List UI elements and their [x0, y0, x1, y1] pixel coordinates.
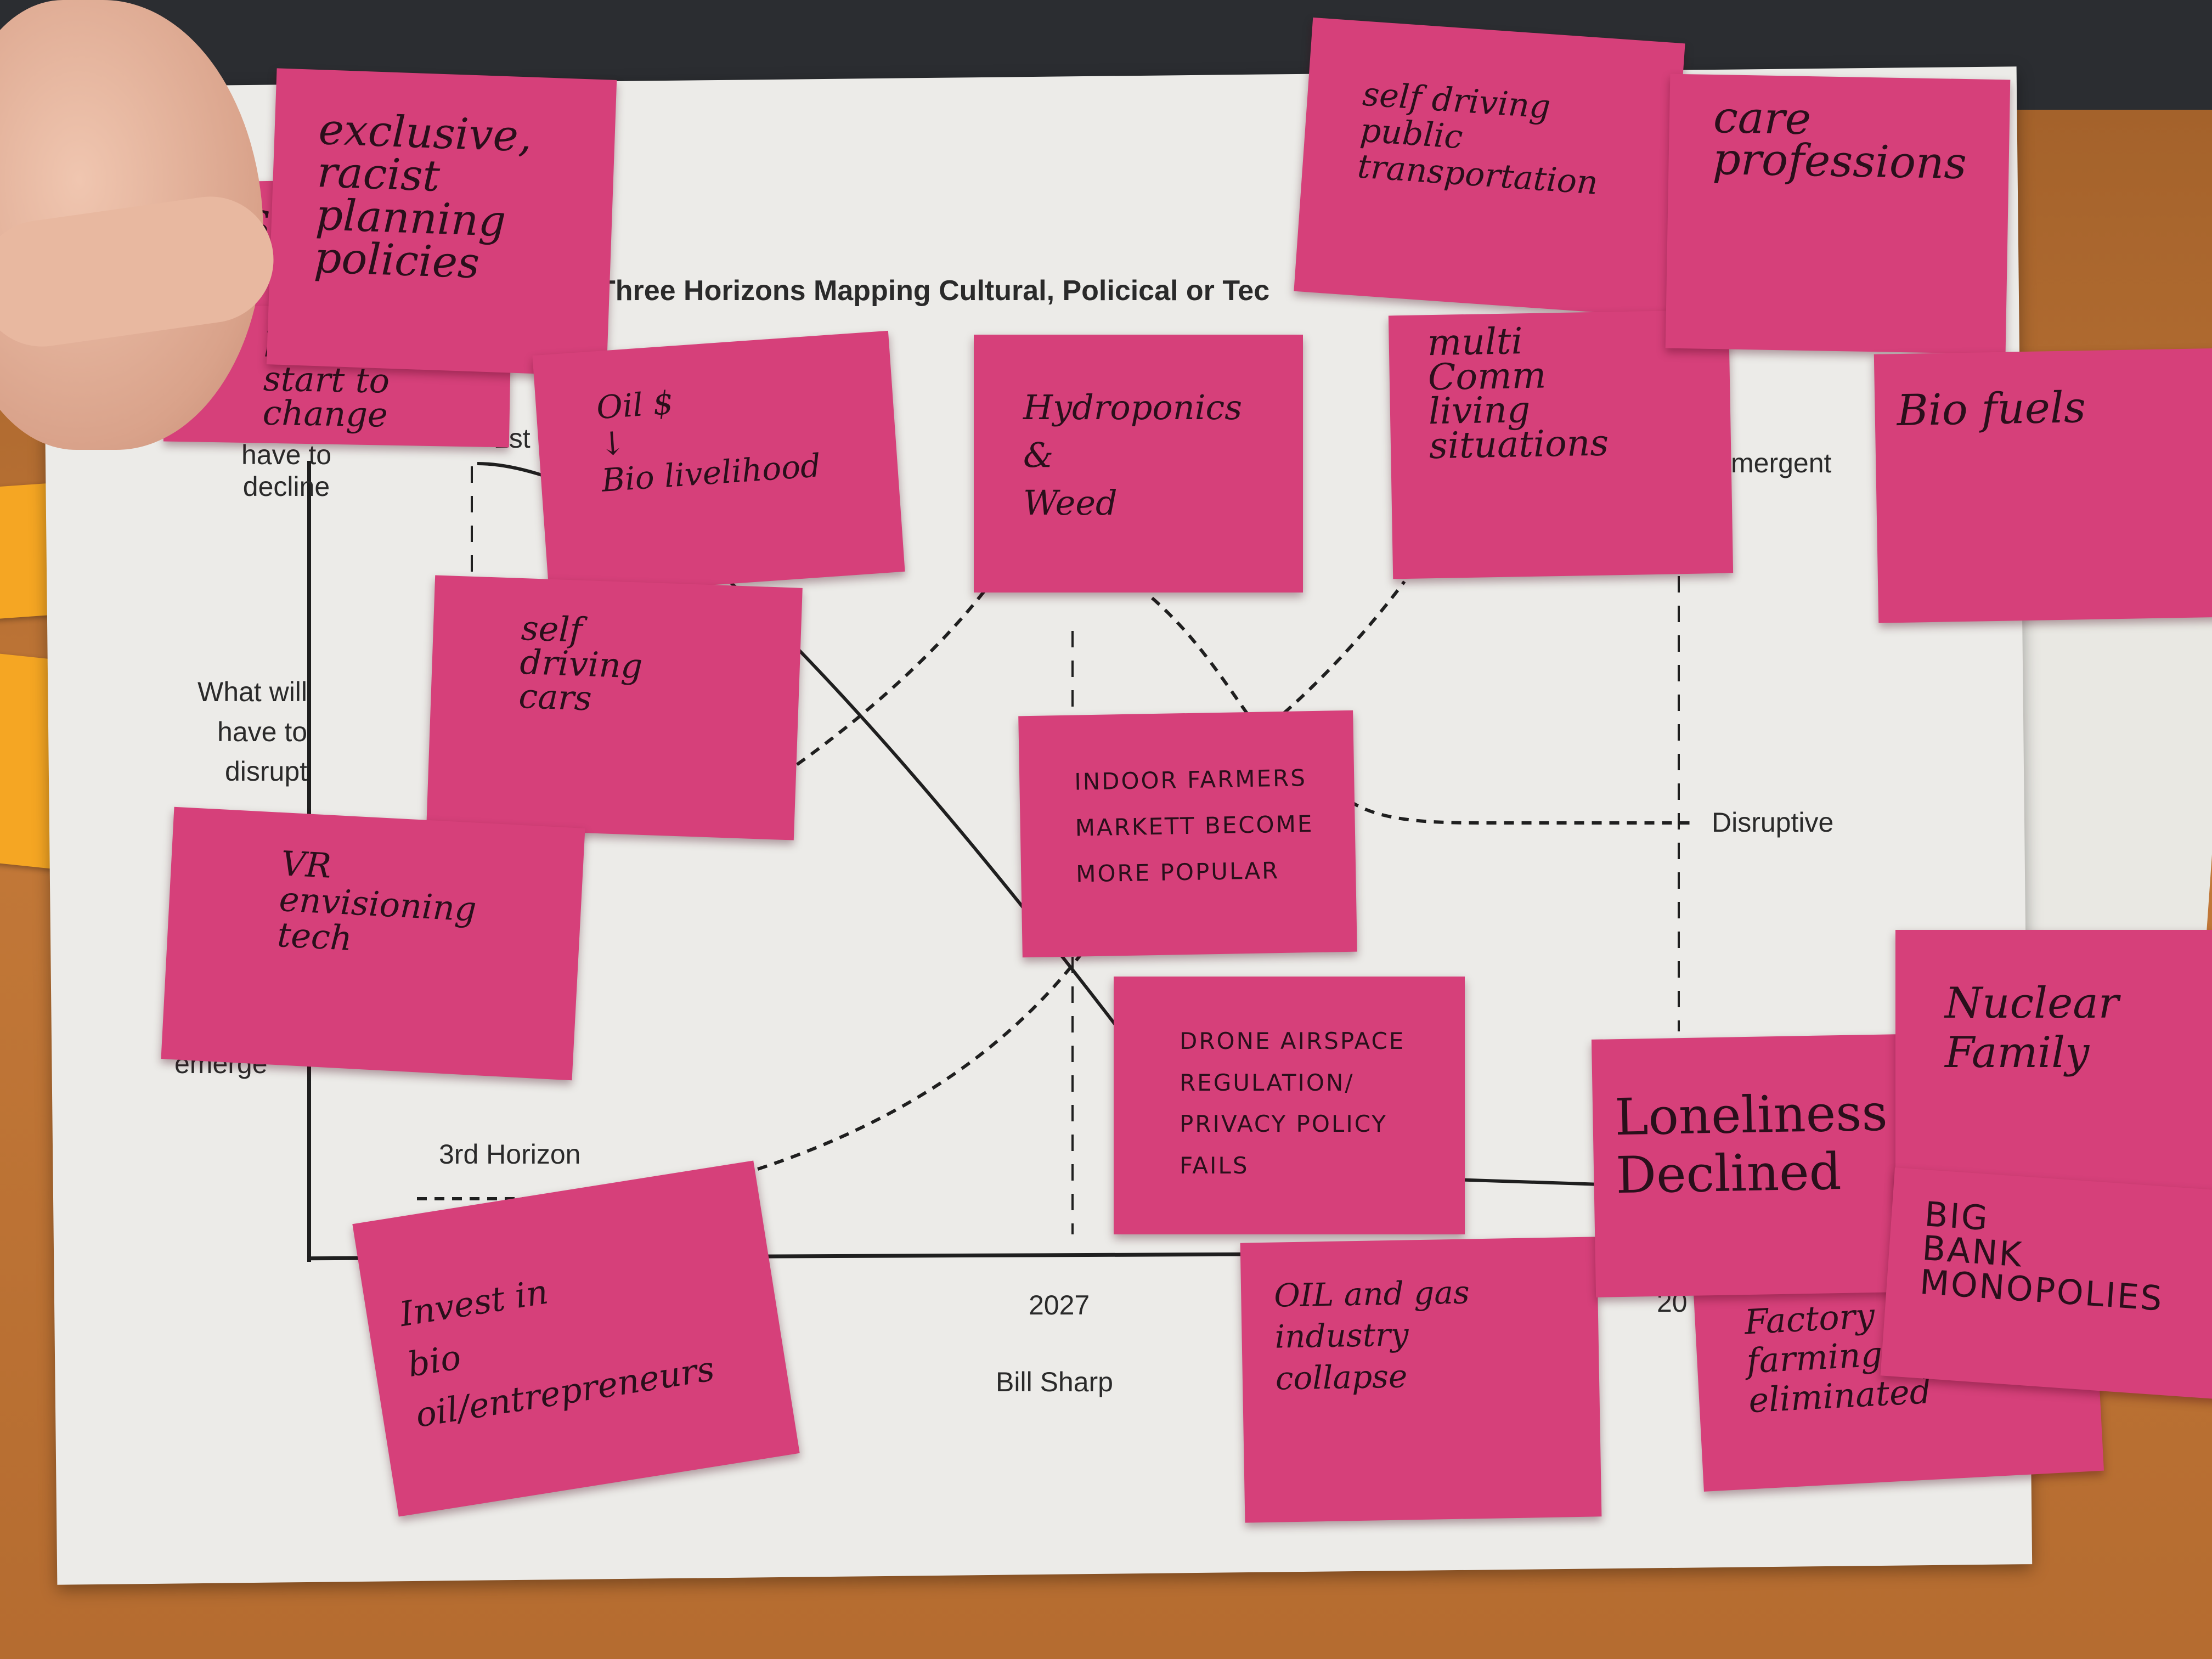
- sticky-note-oil-bio: Oil $ ↓ Bio livelihood: [532, 330, 905, 597]
- sticky-note-exclusive-policies: exclusive, racist planning policies: [266, 68, 617, 376]
- sticky-note-invest-bio-oil: Invest in bio oil/entrepreneurs: [352, 1160, 800, 1517]
- sticky-note-drone-airspace: DRONE AIRSPACE REGULATION/ PRIVACY POLIC…: [1114, 977, 1465, 1234]
- sticky-note-oil-gas-collapse: OIL and gas industry collapse: [1240, 1237, 1602, 1523]
- sticky-note-vr-tech: VR envisioning tech: [161, 806, 585, 1081]
- sticky-note-hydroponics: Hydroponics & Weed: [974, 335, 1303, 592]
- what-will-disrupt-label: What will have to disrupt: [198, 676, 308, 787]
- emergent-label: mergent: [1731, 448, 1832, 478]
- author-label: Bill Sharp: [996, 1367, 1113, 1397]
- sticky-note-biofuels: Bio fuels: [1874, 348, 2212, 623]
- chart-title: Three Horizons Mapping Cultural, Policic…: [598, 275, 1270, 307]
- sticky-note-big-bank: BIG BANK MONOPOLIES: [1880, 1167, 2212, 1400]
- year-label: 2027: [1029, 1290, 1090, 1321]
- sticky-note-multi-comm-living: multi Comm living situations: [1388, 309, 1734, 579]
- disruptive-label: Disruptive: [1712, 807, 1834, 838]
- sticky-note-care-professions: care professions: [1665, 74, 2011, 354]
- have-to-decline-label: have to decline: [241, 439, 332, 502]
- sticky-note-indoor-farmers: INDOOR FARMERS MARKETT BECOME MORE POPUL…: [1018, 710, 1357, 958]
- sticky-note-nuclear-family: Nuclear Family: [1895, 930, 2212, 1204]
- sticky-note-loneliness: Loneliness Declined: [1591, 1034, 1904, 1297]
- sticky-note-self-driving-transit: self driving public transportation: [1294, 17, 1685, 318]
- third-horizon-label: 3rd Horizon: [439, 1139, 581, 1170]
- sticky-note-self-driving-cars: self driving cars: [426, 575, 803, 840]
